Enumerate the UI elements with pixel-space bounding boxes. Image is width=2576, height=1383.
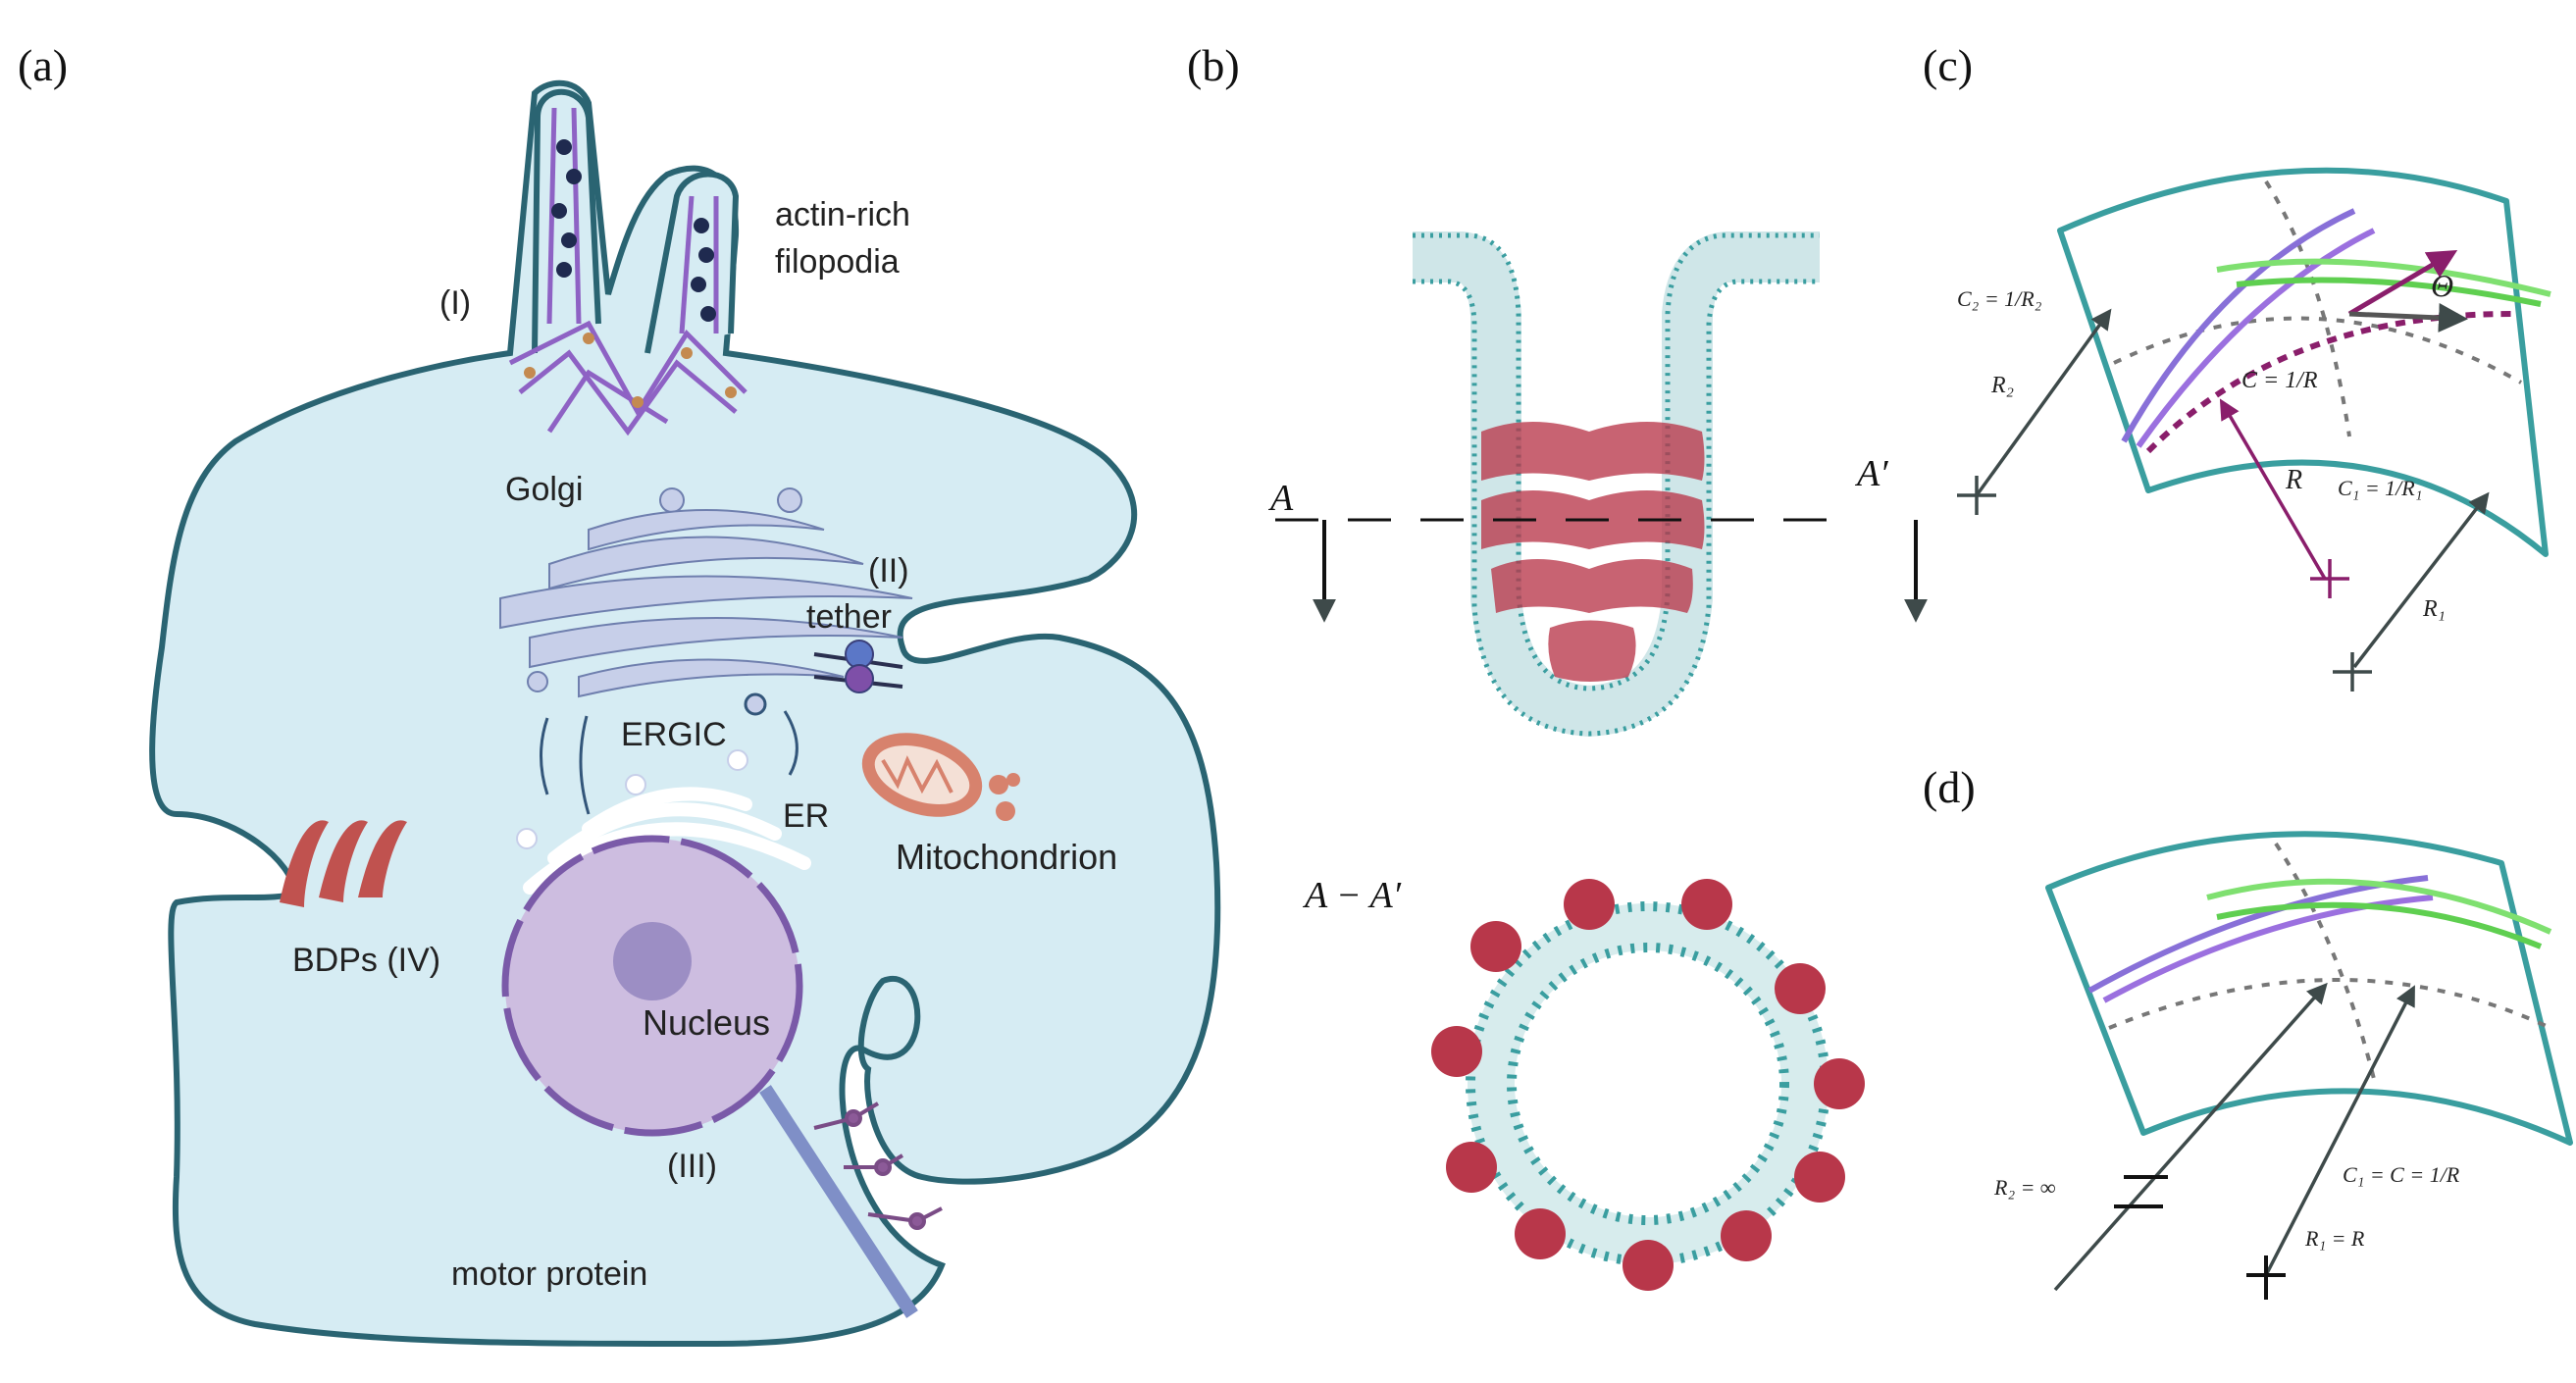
c1-label: C₁ = 1/R₁: [2338, 476, 2422, 500]
panel-b: (b) A A′ A − A′: [1187, 40, 1928, 1291]
section-line: [1275, 518, 1928, 623]
filopodia-label-2: filopodia: [775, 243, 900, 281]
panel-c-tag: (c): [1923, 40, 1973, 90]
panel-b-tag: (b): [1187, 40, 1240, 90]
ergic-label: ERGIC: [621, 716, 727, 753]
section-label-a-prime: A′: [1854, 453, 1888, 494]
bdp-proteins: [280, 820, 407, 907]
label-roman-i: (I): [439, 284, 471, 322]
endoplasmic-reticulum: [523, 787, 811, 895]
mitochondrion: [861, 733, 1020, 821]
filopodia-label: actin-rich: [775, 196, 910, 233]
label-roman-iii: (III): [667, 1148, 717, 1185]
filopodia-left: [532, 88, 601, 354]
label-roman-ii: (II): [868, 552, 909, 589]
actin-nodes: [524, 333, 737, 408]
motor-protein-microtubule: [759, 1085, 943, 1318]
protein-helices-d: [2087, 875, 2552, 1003]
mitochondrion-label: Mitochondrion: [896, 837, 1117, 877]
er-label: ER: [783, 797, 829, 835]
theta-label: Θ: [2431, 268, 2453, 303]
panel-a-tag: (a): [18, 40, 68, 90]
nucleus: [501, 835, 803, 1137]
tether-label: tether: [806, 598, 892, 636]
c2-label: C₂ = 1/R₂: [1957, 286, 2042, 311]
vectors-d: [2053, 982, 2415, 1300]
tether-complex: [813, 640, 903, 693]
nucleus-label: Nucleus: [643, 1002, 770, 1043]
d-r2-label: R₂ = ∞: [1993, 1175, 2056, 1200]
actin-bundles: [508, 107, 747, 436]
panel-a: (a) actin-rich filopodia (I) Go: [18, 40, 1221, 1348]
curved-membrane-surface-d: [2045, 831, 2573, 1146]
panel-d-tag: (d): [1923, 762, 1976, 812]
panel-d: (d) R₂ = ∞ C₁ = C = 1/R R₁ = R: [1923, 762, 2573, 1300]
cross-section-label: A − A′: [1302, 875, 1402, 916]
bdps-label: BDPs (IV): [292, 942, 440, 979]
er-vesicles: [516, 749, 748, 849]
principal-curvature-guides-d: [2108, 842, 2551, 1080]
golgi-label: Golgi: [505, 471, 583, 508]
invaginated-bilayer: [1413, 231, 1820, 738]
cross-section-proteins: [1431, 879, 1865, 1291]
c-label: C = 1/R: [2241, 368, 2318, 393]
actin-crosslinkers: [551, 139, 716, 322]
cross-section-tubule: [1466, 901, 1830, 1266]
principal-curvature-guides-c: [2113, 179, 2522, 437]
r2-label: R₂: [1990, 373, 2014, 398]
curved-membrane-surface-c: [2057, 167, 2549, 557]
r-label: R: [2285, 465, 2302, 495]
golgi-apparatus: [499, 487, 913, 698]
bar-domain-coat: [1481, 422, 1705, 682]
protein-helices-c: [2121, 208, 2551, 454]
section-label-a: A: [1267, 478, 1294, 519]
d-c1-label: C₁ = C = 1/R: [2343, 1162, 2460, 1187]
r1-label: R₁: [2422, 596, 2446, 622]
vectors-c: [1957, 249, 2490, 692]
panel-c: (c) C₂ = 1/R₂ R₂ C = 1/R R C₁ = 1/R₁: [1923, 40, 2551, 692]
motor-protein-label: motor protein: [451, 1255, 647, 1293]
d-r1-label: R₁ = R: [2304, 1226, 2365, 1251]
ergic-vesicles: [540, 692, 799, 815]
